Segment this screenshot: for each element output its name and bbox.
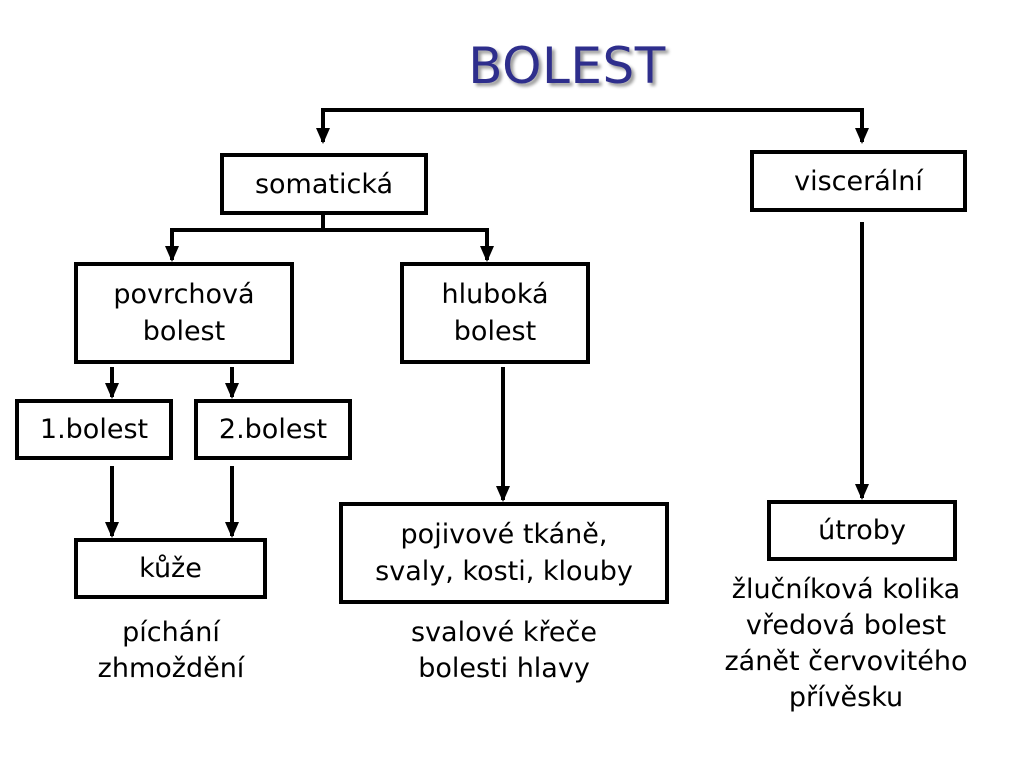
node-hluboka: hluboká bolest xyxy=(400,262,590,364)
node-visceralni-label: viscerální xyxy=(794,165,923,197)
note-kuze-line1: píchání xyxy=(122,617,220,648)
note-utroby-line3: zánět červovitého xyxy=(724,646,968,677)
edge-somaticka-to-hluboka xyxy=(323,228,494,262)
node-pojivove-line2: svaly, kosti, klouby xyxy=(375,556,633,587)
node-pojivove: pojivové tkáně, svaly, kosti, klouby xyxy=(339,502,669,604)
edge-somaticka-to-povrchova xyxy=(165,228,323,262)
node-hluboka-line2: bolest xyxy=(453,316,537,347)
node-bolest2-label: 2.bolest xyxy=(218,414,328,445)
node-hluboka-line1: hluboká xyxy=(441,279,549,310)
node-povrchova-line2: bolest xyxy=(142,316,226,347)
edge-title-to-visceralni xyxy=(592,108,869,144)
note-utroby: žlučníková kolika vředová bolest zánět č… xyxy=(694,572,998,716)
node-bolest1-label: 1.bolest xyxy=(39,414,149,445)
node-visceralni: viscerální xyxy=(750,150,967,212)
node-kuze-label: kůže xyxy=(139,553,202,584)
node-utroby: útroby xyxy=(767,500,957,561)
node-povrchova-line1: povrchová xyxy=(113,279,255,310)
node-kuze: kůže xyxy=(74,538,267,599)
node-pojivove-line1: pojivové tkáně, xyxy=(400,519,608,550)
node-povrchova: povrchová bolest xyxy=(74,262,294,364)
note-utroby-line4: přívěsku xyxy=(788,682,904,713)
node-bolest1: 1.bolest xyxy=(15,399,173,460)
node-somaticka: somatická xyxy=(220,153,428,215)
note-pojivove-line2: bolesti hlavy xyxy=(418,653,590,684)
note-utroby-line2: vředová bolest xyxy=(745,610,947,641)
note-pojivove-line1: svalové křeče xyxy=(411,617,597,648)
node-bolest2: 2.bolest xyxy=(194,399,352,460)
note-kuze-line2: zhmoždění xyxy=(97,653,245,684)
note-kuze: píchání zhmoždění xyxy=(60,615,282,687)
diagram-title: BOLEST xyxy=(468,37,666,95)
note-pojivove: svalové křeče bolesti hlavy xyxy=(360,615,648,687)
node-utroby-label: útroby xyxy=(818,515,906,546)
note-utroby-line1: žlučníková kolika xyxy=(731,574,961,605)
edge-title-to-somaticka xyxy=(316,108,592,144)
node-somaticka-label: somatická xyxy=(254,168,394,200)
